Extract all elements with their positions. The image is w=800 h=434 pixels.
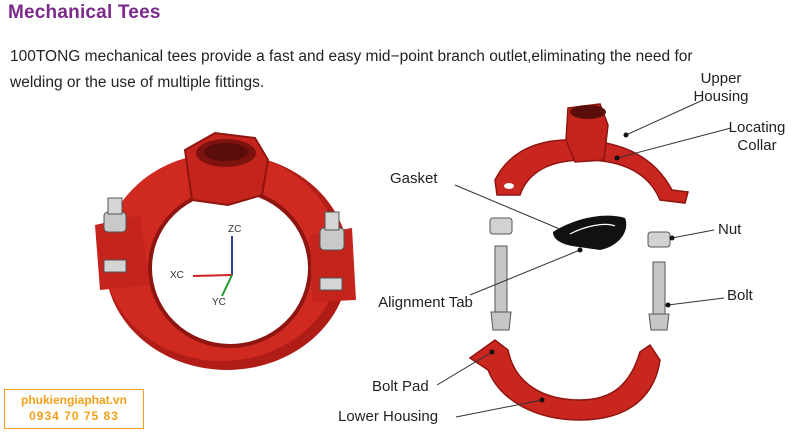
- upper-housing-image: [494, 103, 689, 204]
- leader-arrowheads: [489, 132, 675, 403]
- leader-lines: [436, 99, 732, 418]
- label-upper-housing: Upper Housing: [693, 70, 749, 105]
- label-lower-housing: Lower Housing: [338, 408, 439, 425]
- label-bolt-pad: Bolt Pad: [372, 378, 429, 395]
- watermark-site: phukiengiaphat.vn: [20, 393, 127, 407]
- axis-label-yc: YC: [212, 297, 226, 308]
- label-gasket: Gasket: [390, 170, 438, 187]
- label-locating-collar: Locating Collar: [728, 119, 786, 154]
- watermark-phone: 0934 70 75 83: [29, 409, 119, 423]
- label-bolt: Bolt: [727, 287, 753, 304]
- assembled-tee-image: [95, 131, 356, 370]
- left-bolt-image: [489, 217, 513, 331]
- right-bolt-image: [647, 231, 671, 331]
- lower-housing-image: [468, 339, 661, 421]
- page-title: Mechanical Tees: [8, 2, 161, 23]
- axis-label-xc: XC: [170, 270, 184, 281]
- axis-label-zc: ZC: [228, 224, 242, 235]
- gasket-image: [553, 215, 627, 250]
- intro-paragraph: 100TONG mechanical tees provide a fast a…: [10, 48, 693, 91]
- label-nut: Nut: [718, 221, 742, 238]
- label-alignment-tab: Alignment Tab: [378, 294, 473, 311]
- watermark-badge: phukiengiaphat.vn 0934 70 75 83: [4, 389, 144, 429]
